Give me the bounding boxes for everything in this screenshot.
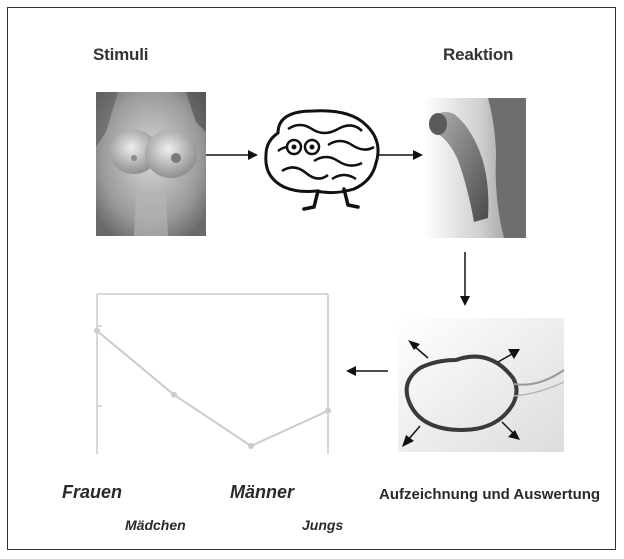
recording-ring-image — [398, 318, 565, 452]
reaction-photo — [424, 98, 526, 238]
arrow-right-icon — [378, 150, 423, 160]
arrow-down-icon — [460, 252, 470, 306]
stimulus-photo — [96, 92, 206, 236]
data-point-2 — [171, 391, 177, 398]
series-line — [96, 330, 329, 448]
chart-axes — [96, 293, 329, 454]
chart-series-line — [96, 330, 329, 448]
data-point-1 — [94, 327, 100, 334]
data-point-3 — [248, 443, 254, 449]
arrow-left-icon — [346, 366, 388, 376]
heading-reaktion: Reaktion — [443, 45, 514, 64]
label-jungs: Jungs — [302, 517, 344, 533]
caption-recording: Aufzeichnung und Auswertung — [379, 486, 601, 503]
label-maenner: Männer — [230, 482, 295, 502]
brain-icon — [264, 109, 380, 211]
heading-stimuli: Stimuli — [93, 45, 149, 64]
figure-frame — [7, 7, 616, 550]
arrow-right-icon — [206, 150, 258, 160]
data-point-4 — [325, 407, 331, 414]
label-frauen: Frauen — [62, 482, 123, 502]
label-maedchen: Mädchen — [125, 517, 186, 533]
